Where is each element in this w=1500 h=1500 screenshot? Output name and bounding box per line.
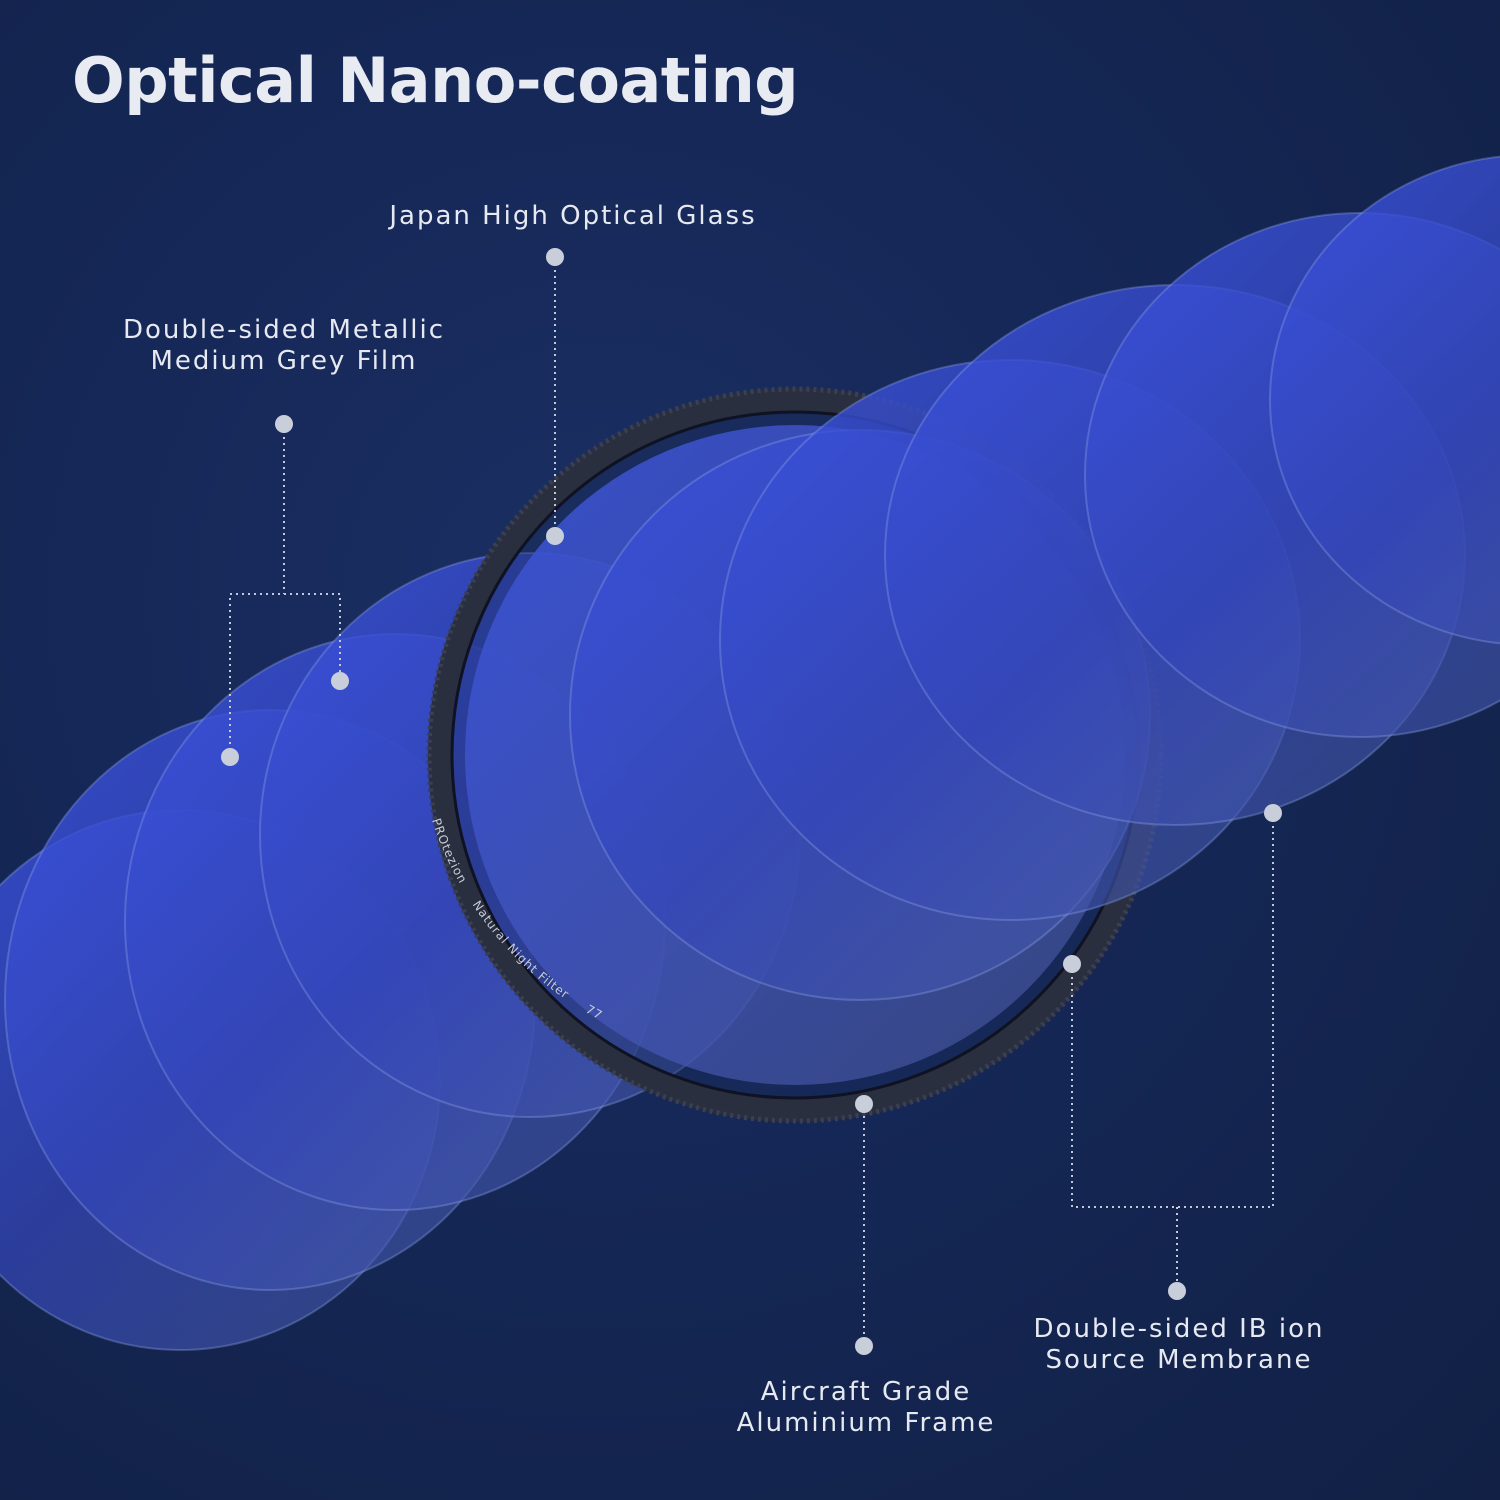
right-disc-stack (569, 155, 1500, 1001)
callout-dot (1063, 955, 1081, 973)
coating-disc (1269, 155, 1500, 645)
label-line: Double-sided IB ion (1033, 1314, 1325, 1344)
label-line: Aluminium Frame (736, 1408, 996, 1438)
membrane-leader-bracket (1071, 813, 1274, 1208)
callout-dot (221, 748, 239, 766)
callout-dot (855, 1095, 873, 1113)
label-line: Japan High Optical Glass (389, 201, 757, 231)
film-leader-bracket (229, 593, 341, 756)
callout-dot (331, 672, 349, 690)
label-line: Aircraft Grade (760, 1377, 972, 1407)
callout-dot (1264, 804, 1282, 822)
label-line: Medium Grey Film (150, 346, 418, 376)
callout-dot (855, 1337, 873, 1355)
label-line: Double-sided Metallic (122, 315, 446, 345)
callout-lines (229, 258, 1274, 1345)
label-line: Source Membrane (1045, 1345, 1313, 1375)
callout-dots (221, 248, 1282, 1355)
label-metallic-grey-film: Double-sided Metallic Medium Grey Film (84, 315, 484, 377)
callout-dot (1168, 1282, 1186, 1300)
callout-dot (546, 248, 564, 266)
page-title: Optical Nano-coating (72, 44, 799, 117)
callout-dot (275, 415, 293, 433)
label-aluminium-frame: Aircraft Grade Aluminium Frame (666, 1377, 1066, 1439)
label-ib-ion-membrane: Double-sided IB ion Source Membrane (979, 1314, 1379, 1376)
callout-dot (546, 527, 564, 545)
label-japan-optical-glass: Japan High Optical Glass (373, 201, 773, 232)
